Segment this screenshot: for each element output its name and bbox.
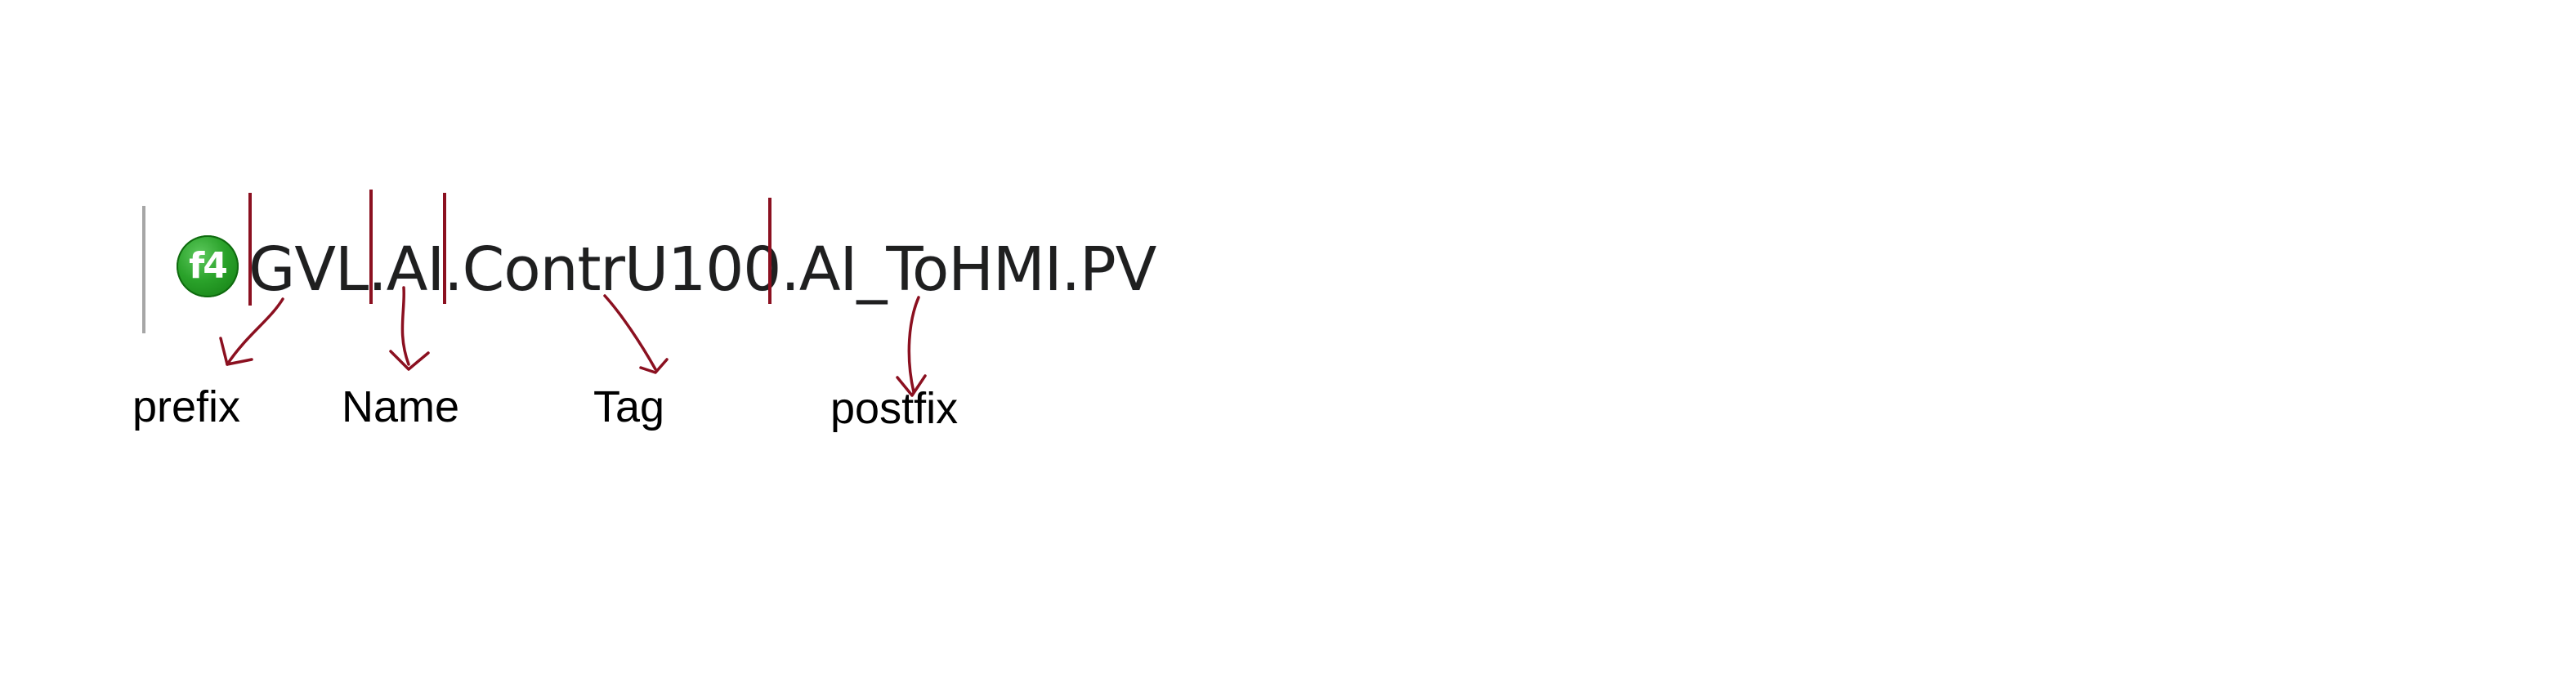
label-name: Name [342, 382, 460, 431]
tag-arrowhead [639, 358, 669, 374]
name-arrowhead [389, 350, 430, 371]
label-prefix: prefix [132, 382, 241, 431]
label-tag: Tag [593, 382, 665, 431]
split-marker-name-start [369, 190, 373, 304]
prefix-arrowhead [219, 337, 253, 366]
left-divider [142, 206, 145, 333]
postfix-arrow [907, 296, 920, 394]
split-marker-prefix [248, 193, 252, 306]
split-marker-name-end [443, 193, 446, 304]
variable-path: GVL.AI.ContrU100.AI_ToHMI.PV [248, 234, 1156, 305]
prefix-arrow [226, 297, 284, 366]
label-postfix: postfix [830, 384, 959, 433]
f4-badge-icon: f4 [177, 235, 239, 297]
split-marker-postfix [768, 198, 771, 304]
